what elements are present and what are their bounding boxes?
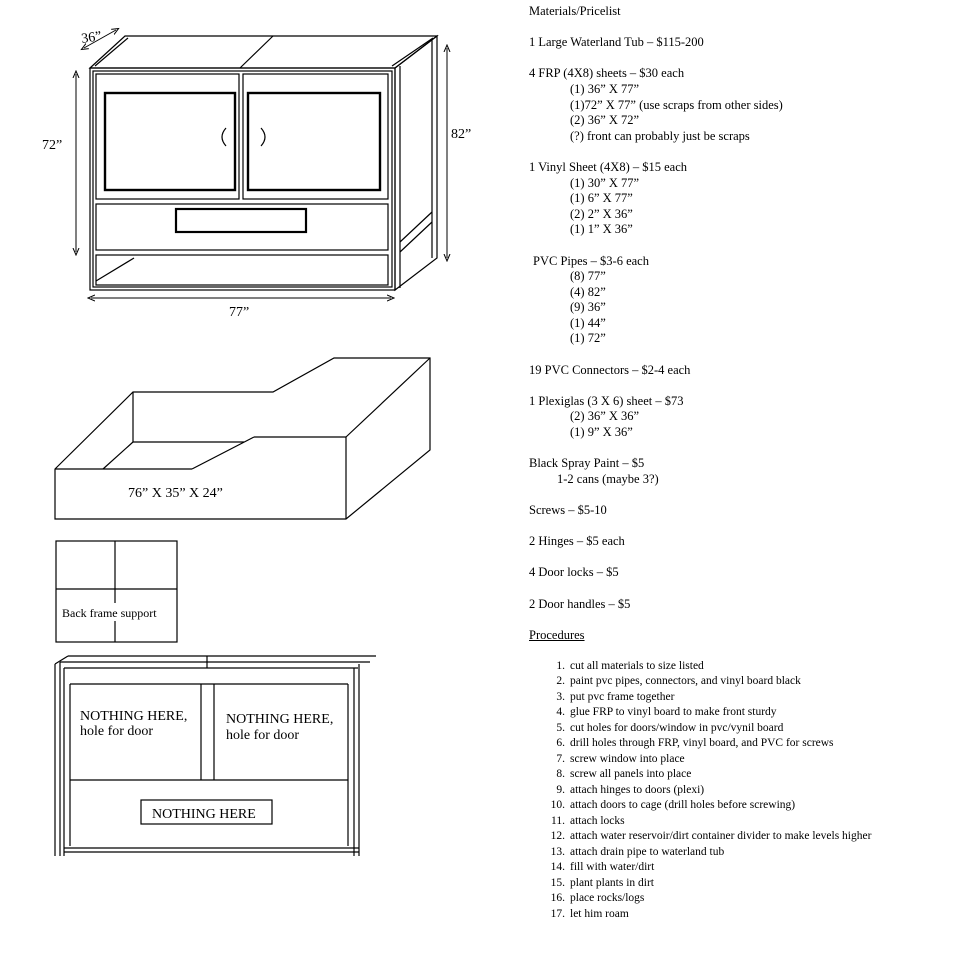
back-frame-diagram: [55, 540, 178, 643]
front-panel-diagram: [54, 655, 376, 856]
door-hole-2-line2: hole for door: [226, 728, 299, 743]
vinyl-item: (1) 1” X 36”: [570, 222, 633, 237]
height-right-label: 82”: [451, 127, 471, 142]
pvc-item: (1) 72”: [570, 331, 606, 346]
plexi-item: (2) 36” X 36”: [570, 409, 640, 424]
connectors-item: 19 PVC Connectors – $2-4 each: [529, 362, 691, 377]
vinyl-heading: 1 Vinyl Sheet (4X8) – $15 each: [529, 159, 688, 174]
procedure-step: 8.screw all panels into place: [556, 768, 692, 781]
pvc-item: (4) 82”: [570, 284, 606, 299]
cage-front-diagram: [88, 34, 439, 292]
procedure-step: 10.attach doors to cage (drill holes bef…: [550, 799, 796, 812]
procedure-step: 17.let him roam: [550, 907, 629, 920]
plexi-item: (1) 9” X 36”: [570, 425, 633, 440]
plexi-heading: 1 Plexiglas (3 X 6) sheet – $73: [529, 393, 684, 408]
depth-label: 36”: [80, 29, 102, 47]
pvc-item: (8) 77”: [570, 269, 606, 284]
procedures-title: Procedures: [529, 627, 585, 642]
tub-diagram: [54, 357, 431, 520]
procedure-step: 3.put pvc frame together: [556, 690, 675, 703]
pvc-item: (1) 44”: [570, 315, 606, 330]
vinyl-item: (1) 30” X 77”: [570, 175, 640, 190]
paint-heading: Black Spray Paint – $5: [529, 456, 645, 471]
procedure-step: 7.screw window into place: [556, 752, 685, 765]
procedure-step: 6.drill holes through FRP, vinyl board, …: [556, 737, 834, 750]
frp-item: (1)72” X 77” (use scraps from other side…: [570, 97, 783, 112]
procedure-step: 5.cut holes for doors/window in pvc/vyni…: [556, 721, 784, 734]
hinges-item: 2 Hinges – $5 each: [529, 534, 625, 549]
door-hole-1-line1: NOTHING HERE,: [80, 709, 187, 724]
screws-item: Screws – $5-10: [529, 503, 607, 517]
materials-title: Materials/Pricelist: [529, 4, 621, 18]
frp-item: (?) front can probably just be scraps: [570, 128, 750, 143]
procedure-step: 16.place rocks/logs: [550, 892, 645, 905]
nothing-here-label: NOTHING HERE: [152, 807, 256, 822]
procedure-step: 13.attach drain pipe to waterland tub: [550, 845, 725, 858]
procedure-step: 4.glue FRP to vinyl board to make front …: [556, 706, 777, 719]
door-hole-1-line2: hole for door: [80, 724, 153, 739]
width-label: 77”: [229, 305, 249, 320]
procedure-step: 15.plant plants in dirt: [550, 876, 655, 889]
vinyl-item: (2) 2” X 36”: [570, 206, 633, 221]
frp-item: (1) 36” X 77”: [570, 81, 640, 96]
tub-dimensions: 76” X 35” X 24”: [128, 486, 223, 501]
procedure-step: 11.attach locks: [551, 814, 625, 827]
procedure-step: 14.fill with water/dirt: [550, 861, 655, 874]
tub-item: 1 Large Waterland Tub – $115-200: [529, 35, 704, 50]
height-left-label: 72”: [42, 138, 62, 153]
frp-item: (2) 36” X 72”: [570, 113, 640, 128]
cage-drawings: 36” 72” 82” 77” 76” X 35” X 24” Back fra…: [42, 0, 471, 856]
pvc-heading: PVC Pipes – $3-6 each: [533, 253, 649, 268]
locks-item: 4 Door locks – $5: [529, 565, 619, 580]
procedure-step: 2.paint pvc pipes, connectors, and vinyl…: [556, 675, 801, 688]
dimension-lines: [76, 30, 447, 298]
materials-column: Materials/Pricelist 1 Large Waterland Tu…: [529, 4, 969, 922]
procedure-step: 9.attach hinges to doors (plexi): [556, 783, 705, 796]
handles-item: 2 Door handles – $5: [529, 596, 631, 611]
pvc-item: (9) 36”: [570, 300, 606, 315]
back-frame-label: Back frame support: [62, 606, 157, 620]
vinyl-item: (1) 6” X 77”: [570, 191, 633, 206]
frp-heading: 4 FRP (4X8) sheets – $30 each: [529, 66, 685, 81]
paint-note: 1-2 cans (maybe 3?): [557, 471, 659, 486]
procedure-step: 1.cut all materials to size listed: [556, 659, 704, 672]
door-hole-2-line1: NOTHING HERE,: [226, 712, 333, 727]
procedures-list: 1.cut all materials to size listed 2.pai…: [529, 659, 969, 923]
procedure-step: 12.attach water reservoir/dirt container…: [550, 830, 872, 843]
